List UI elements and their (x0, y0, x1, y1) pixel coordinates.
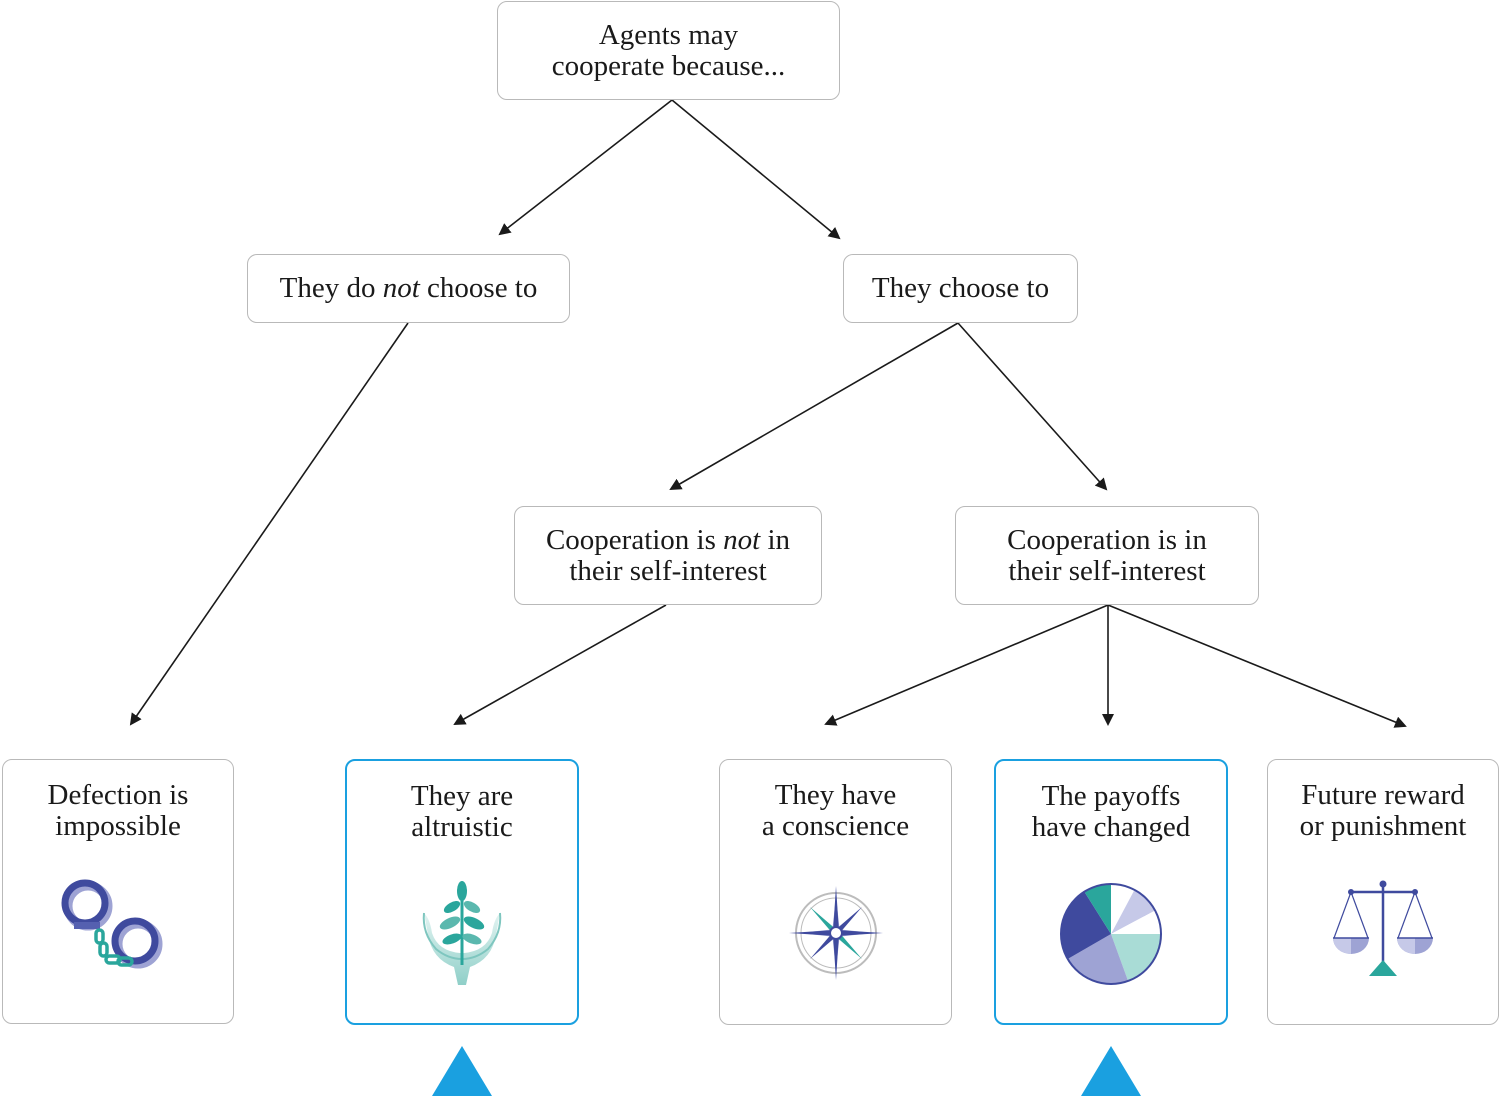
edge-root-to-choose (671, 99, 841, 240)
plant-in-hands-icon (422, 881, 502, 985)
interest-line-1: Cooperation is in (1007, 523, 1207, 556)
root-node: Agents may cooperate because... (497, 1, 840, 100)
edge-not-choose-to-defection (129, 322, 409, 726)
leaf-reward: Future reward or punishment (1267, 759, 1499, 1025)
leaf-payoffs: The payoffs have changed (994, 759, 1228, 1025)
leaf-line-1: Defection is (47, 779, 189, 811)
not-interest-line-1: Cooperation is not in (545, 523, 791, 556)
compass-rose-icon (788, 886, 883, 980)
leaf-line-2: have changed (1031, 811, 1191, 843)
edge-choose-to-not-interest (669, 322, 959, 491)
handcuffs-icon (61, 879, 163, 969)
choose-node: They choose to (843, 254, 1078, 323)
root-line-1: Agents may (598, 18, 739, 51)
leaf-line-1: They are (410, 780, 514, 812)
not-interest-node: Cooperation is not in their self-interes… (514, 506, 822, 605)
not-choose-label: They do not choose to (279, 272, 538, 304)
not-emphasis: not (382, 272, 420, 304)
pie-chart-icon (1060, 883, 1162, 985)
edge-interest-to-conscience (824, 604, 1109, 726)
not-interest-line-2: their self-interest (569, 554, 767, 587)
leaf-altruistic: They are altruistic (345, 759, 579, 1025)
leaf-line-2: altruistic (411, 811, 513, 843)
interest-line-2: their self-interest (1008, 554, 1206, 587)
not-choose-node: They do not choose to (247, 254, 570, 323)
scales-icon (1333, 880, 1433, 976)
not-emphasis: not (723, 523, 761, 556)
edge-not-interest-to-altruistic (453, 604, 667, 725)
choose-label: They choose to (871, 272, 1050, 304)
leaf-line-1: The payoffs (1041, 780, 1181, 812)
highlight-marker-payoffs (1081, 1046, 1141, 1096)
edge-interest-to-reward (1107, 604, 1407, 728)
leaf-line-1: They have (774, 779, 897, 811)
highlight-marker-altruistic (432, 1046, 492, 1096)
edge-root-to-not-choose (498, 99, 673, 236)
leaf-defection: Defection is impossible (2, 759, 234, 1024)
leaf-line-2: a conscience (761, 810, 910, 842)
leaf-line-2: impossible (55, 810, 181, 842)
interest-node: Cooperation is in their self-interest (955, 506, 1259, 605)
leaf-conscience: They have a conscience (719, 759, 952, 1025)
root-line-2: cooperate because... (551, 49, 786, 82)
leaf-line-2: or punishment (1299, 810, 1467, 842)
edge-choose-to-interest (957, 322, 1108, 491)
leaf-line-1: Future reward (1301, 779, 1465, 811)
